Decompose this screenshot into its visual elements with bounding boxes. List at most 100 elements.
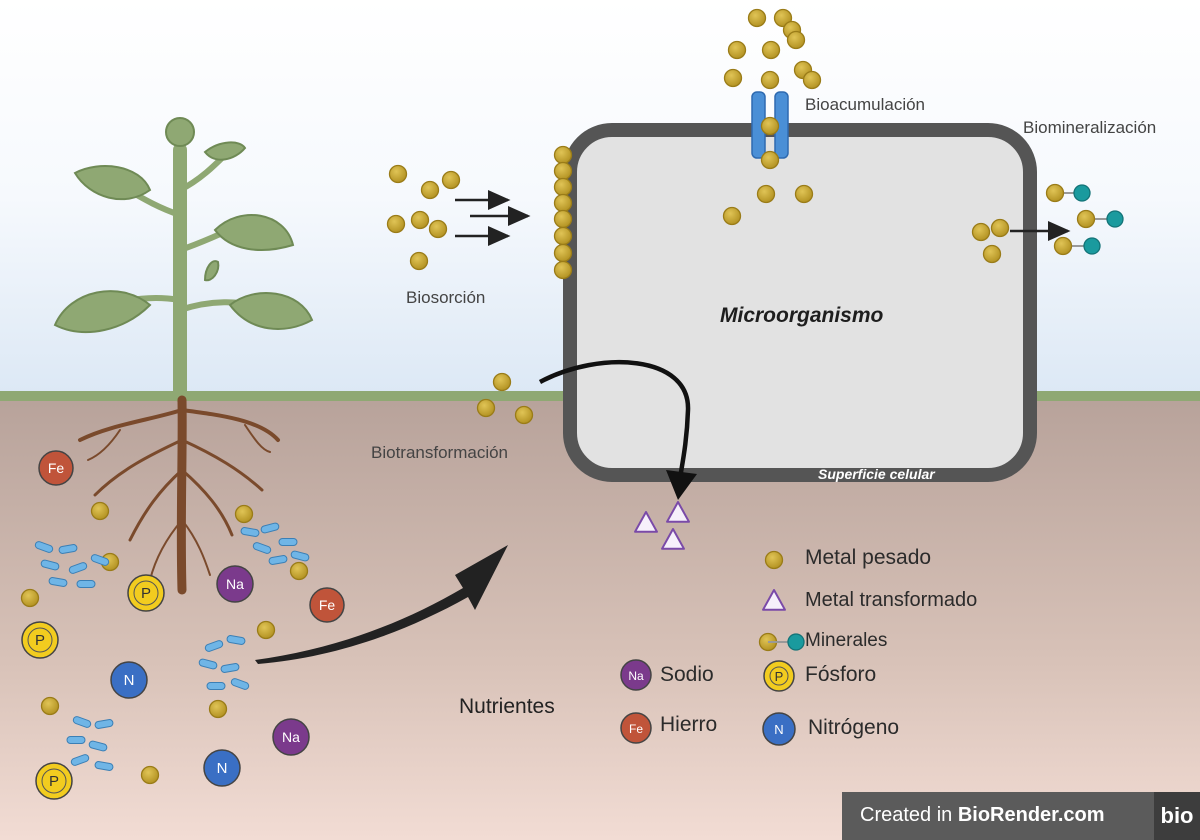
legend-metal-pesado: Metal pesado [805,546,932,569]
phosphorus-badge-circle [21,621,59,659]
label-nutrientes: Nutrientes [459,695,555,718]
label-biotransformacion: Biotransformación [371,443,509,462]
bacterium [72,716,92,728]
biosorption-arrows [455,190,531,246]
mineral-ion [1106,210,1124,228]
mineral-ion [1073,184,1091,202]
nitrogen-badge: N [110,661,148,699]
label-microorganismo: Microorganismo [720,304,884,327]
heavy-metal-particle [388,164,408,184]
heavy-metal-particle [420,180,440,200]
nitrogen-badge-symbol: N [124,672,135,689]
sodium-badge-circle [216,565,254,603]
heavy-metal-particle [786,30,806,50]
plant-bud [165,117,195,147]
iron-badge: Fe [620,712,652,744]
transformed-metals [634,501,786,611]
heavy-metal-particle [553,243,573,263]
mineral-metal [1045,183,1065,203]
leaf [203,260,220,282]
heavy-metal-particle [386,214,406,234]
heavy-metal-particle [982,244,1002,264]
iron-badge: Fe [38,450,74,486]
heavy-metal-particle [553,145,573,165]
transformed-metal-triangle [762,589,786,611]
label-superficie-celular: Superficie celular [818,466,935,482]
heavy-metal-particle [727,40,747,60]
bacterium [66,736,86,744]
heavy-metal-particle [90,501,110,521]
nitrogen-badge-circle [110,661,148,699]
bacterium [76,580,96,588]
heavy-metal-particle [794,184,814,204]
heavy-metal-particle [410,210,430,230]
heavy-metal-particle [208,699,228,719]
heavy-metal-particle [234,504,254,524]
heavy-metal-particle [760,70,780,90]
bacterium [34,541,54,553]
heavy-metal-particle [553,193,573,213]
heavy-metal-particle [553,161,573,181]
mineral-ion [1083,237,1101,255]
heavy-metal-particle [40,696,60,716]
heavy-metal-particle [441,170,461,190]
nitrogen-badge-circle [762,712,796,746]
iron-badge: Fe [309,587,345,623]
iron-badge-symbol: Fe [48,460,65,476]
heavy-metal-particle [20,588,40,608]
heavy-metal-particle [990,218,1010,238]
heavy-metal-particle [553,209,573,229]
phosphorus-badge: P [35,762,73,800]
sodium-badge-symbol: Na [282,729,300,745]
transformed-metal-triangle [634,511,658,533]
leaf [228,292,314,330]
legend-minerales: Minerales [805,630,888,651]
heavy-metal-particle [764,550,784,570]
iron-badge-circle [309,587,345,623]
credit-brand: BioRender.com [957,804,1105,826]
bacterium [268,555,288,565]
heavy-metal-particle [492,372,512,392]
transformed-metal-triangle [661,528,685,550]
bacterium [48,577,68,587]
sodium-badge: Na [272,718,310,756]
transformed-metal-triangle [666,501,690,523]
bacterium [90,554,110,566]
label-bioacumulacion: Bioacumulación [805,95,926,114]
heavy-metal-particle [140,765,160,785]
heavy-metal-particle [760,150,780,170]
phosphorus-badge-symbol: P [49,773,59,790]
phosphorus-badge-circle [35,762,73,800]
bacterium [94,719,114,729]
phosphorus-badge-circle [763,660,795,692]
bacterium [290,550,310,562]
nitrogen-badge: N [203,749,241,787]
leaf [213,214,295,251]
heavy-metal-particle [409,251,429,271]
biorender-logo: bio [1154,792,1200,840]
bacterium [206,682,226,690]
nitrogen-badge-circle [203,749,241,787]
legend-metal-transformado: Metal transformado [805,589,978,611]
phosphorus-badge-circle [127,574,165,612]
bacterium [198,658,218,670]
bacterium [204,640,224,652]
heavy-metal-particle [747,8,767,28]
transport-channel [751,91,789,159]
plant [53,117,314,402]
mineral-metal [1076,209,1096,229]
heavy-metal-particle [553,177,573,197]
bacterium [278,538,298,546]
nitrogen-badge-symbol: N [774,722,783,737]
heavy-metal-particle [761,40,781,60]
phosphorus-badge-symbol: P [141,585,151,602]
heavy-metal-particle [760,116,780,136]
leaf [203,141,247,161]
bacterium [94,761,114,771]
legend-hierro: Hierro [660,713,718,736]
heavy-metal-particle [722,206,742,226]
biorender-badge[interactable]: Created in BioRender.com bio [842,792,1200,840]
mineral-particles [768,183,1124,651]
legend-nitrogeno: Nitrógeno [808,716,900,739]
